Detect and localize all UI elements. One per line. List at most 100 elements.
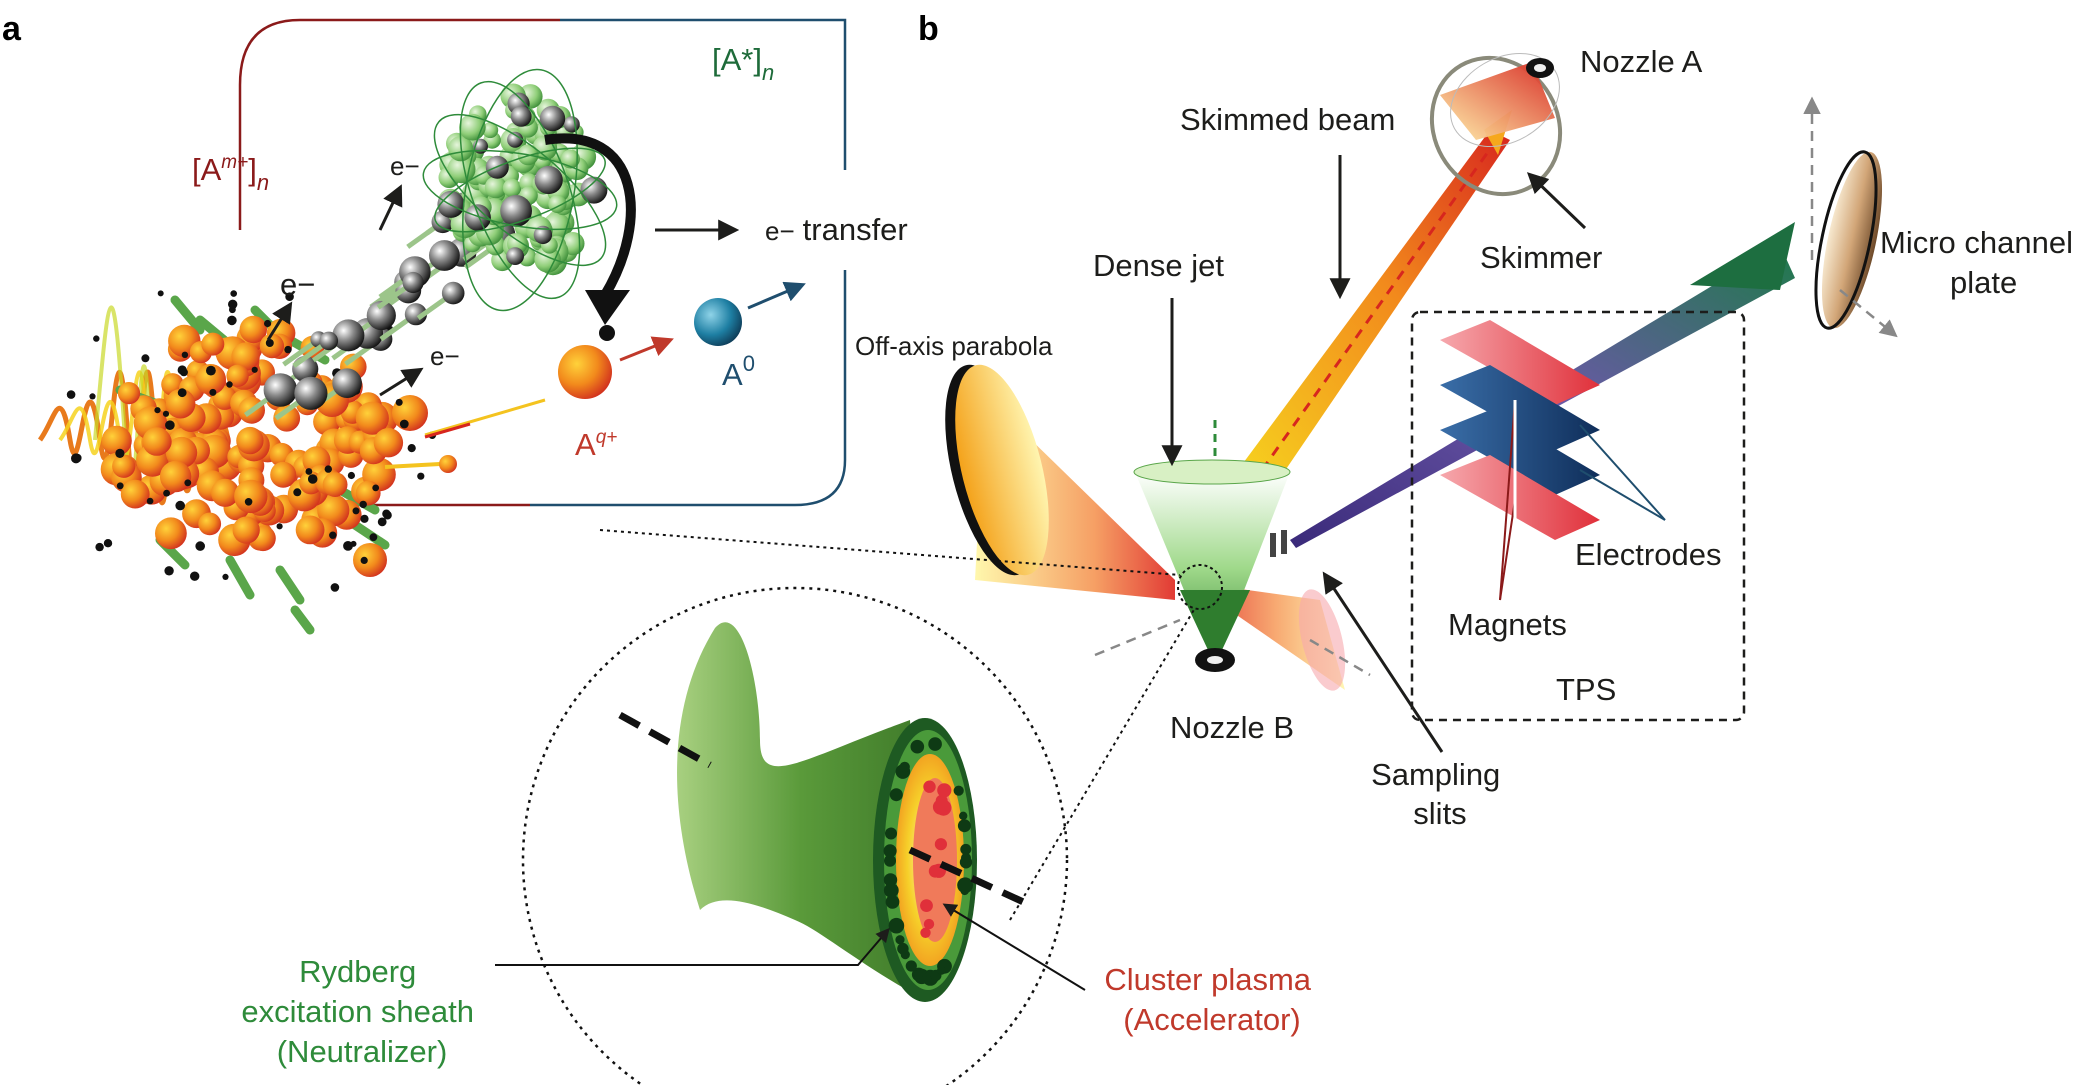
plasma-ion [920, 927, 931, 938]
cluster-electron [222, 573, 229, 581]
mcp-axis-right [1839, 289, 1898, 338]
zoom-line-bottom [1009, 607, 1196, 921]
zoom-axis-left [618, 711, 712, 769]
ion-to-neutral-arrow [619, 336, 674, 362]
ion-beam-tip [1690, 222, 1795, 290]
sheath-atom [959, 811, 968, 820]
cluster-electron [163, 489, 171, 497]
cluster-ion [155, 517, 187, 550]
magnets-label: Magnets [1448, 607, 1567, 642]
ion-sphere [558, 345, 612, 399]
sheath-atom [910, 739, 925, 754]
excited-atom [502, 178, 522, 198]
mcp-label-line1: Micro channel [1880, 225, 2073, 260]
sheath-atom [905, 960, 917, 972]
electrode-bottom [1440, 410, 1600, 495]
cluster-electron [165, 420, 175, 431]
rydberg-leader [495, 927, 890, 966]
skimmer-label: Skimmer [1480, 240, 1602, 275]
cluster-ion [232, 516, 260, 544]
nozzle-b-label: Nozzle B [1170, 710, 1294, 745]
cluster-ion [120, 479, 150, 509]
cluster-electron [343, 541, 353, 551]
excited-atom [484, 176, 507, 199]
electron-arrow-3 [379, 367, 424, 397]
neutral-label-charge: 0 [743, 351, 755, 376]
neutral-sphere [694, 298, 742, 346]
zoom-line-top [599, 529, 1181, 576]
micro-channel-plate [1821, 151, 1883, 329]
cluster-electron [230, 290, 237, 297]
e-transfer-label: e−transfer [765, 212, 908, 247]
sheath-atom [960, 843, 972, 855]
rydberg-orbit [459, 80, 581, 300]
ejected-electron [404, 303, 427, 326]
cluster-electron [146, 497, 154, 505]
cluster-ion [165, 388, 196, 419]
sheath-atom [889, 788, 903, 802]
cluster-ion [112, 454, 136, 478]
cluster-electron [89, 393, 96, 400]
nozzle-b-orifice [1207, 656, 1223, 664]
sheath-atom [885, 827, 897, 840]
cluster-electron [372, 484, 380, 492]
neutral-label: A0 [722, 351, 755, 392]
small-ion [439, 455, 457, 473]
excited-cluster-base: [A*] [712, 42, 762, 77]
trapped-electron [510, 106, 532, 127]
zoom-axis-right [908, 846, 1032, 909]
excited-atom [447, 155, 476, 184]
cluster-electron [307, 474, 318, 484]
tps-label: TPS [1556, 672, 1616, 707]
laser-outgoing-rim [1298, 589, 1346, 691]
cluster-plasma-label: Cluster plasma (Accelerator) [1104, 962, 1319, 1037]
ion-label-charge: q+ [596, 427, 618, 448]
cluster-electron [228, 299, 238, 309]
electron-transfer-curve-arrow [544, 133, 636, 298]
cluster-electron [377, 517, 387, 527]
ionised-cluster-label: [Am+]n [192, 152, 269, 195]
rydberg-orbit [434, 147, 606, 233]
sheath-atom [888, 917, 905, 934]
cluster-ion [355, 480, 381, 506]
electrodes-label: Electrodes [1575, 537, 1721, 572]
cluster-electron [251, 366, 258, 373]
trapped-electron [539, 105, 566, 132]
nozzle-a-ring [1450, 52, 1560, 148]
excited-atom [482, 122, 499, 139]
cluster-electron [285, 292, 294, 302]
cluster-electron [157, 290, 164, 297]
sheath-atom [885, 895, 900, 909]
sheath-atom [937, 966, 946, 975]
zoom-circle [521, 586, 1069, 1085]
sampling-slits-arrow [1322, 571, 1444, 753]
cluster-electron [264, 319, 272, 328]
cluster-plasma-line2: (Accelerator) [1123, 1002, 1300, 1037]
plasma-leader [942, 903, 1086, 991]
cluster-electron [395, 398, 403, 406]
sheath-atom [957, 819, 971, 833]
cluster-ion [317, 494, 350, 527]
cluster-ion [226, 364, 249, 387]
neutral-arrow [747, 281, 806, 310]
ejected-electron [263, 373, 298, 407]
cluster-electron [181, 351, 189, 358]
cluster-electron [115, 448, 125, 458]
trapped-electron [563, 116, 580, 133]
cluster-electron [399, 419, 409, 429]
cluster-electron [407, 444, 416, 453]
cluster-electron [175, 500, 185, 511]
rydberg-sheath-line2: excitation sheath [241, 994, 474, 1029]
cluster-ion [101, 425, 132, 456]
electron-label-3: e− [430, 341, 460, 371]
excited-atom [560, 149, 580, 169]
cluster-electron [265, 339, 274, 347]
mcp-label-line2: plate [1950, 265, 2017, 300]
sampling-slits-line1: Sampling [1371, 757, 1500, 792]
electrode-top [1440, 365, 1600, 450]
ejected-electron [294, 376, 328, 410]
cluster-electron [226, 381, 233, 388]
cluster-ion [211, 478, 240, 507]
sampling-slits-label: Sampling slits [1371, 757, 1509, 831]
ion-trail [424, 398, 546, 437]
